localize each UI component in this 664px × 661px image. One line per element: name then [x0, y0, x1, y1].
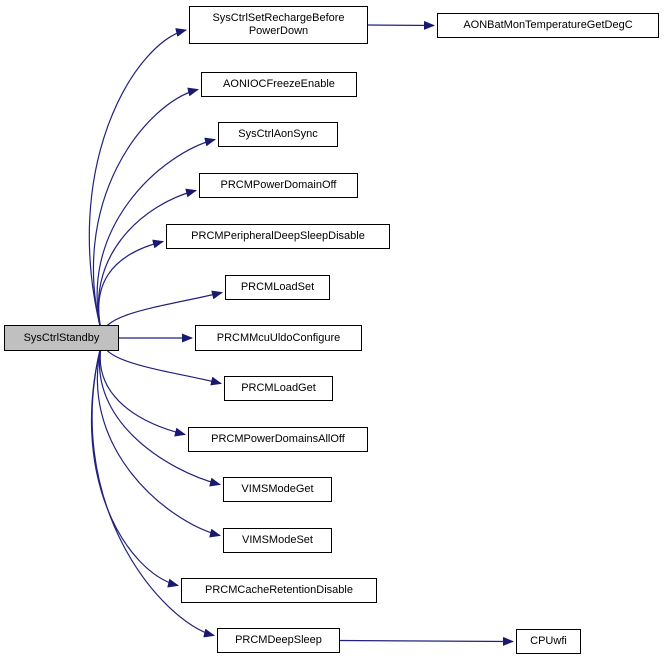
graph-node-SysCtrlSetRechargeBeforePowerDown[interactable]: SysCtrlSetRechargeBefore PowerDown [189, 6, 368, 44]
graph-node-PRCMLoadSet[interactable]: PRCMLoadSet [225, 275, 330, 300]
graph-node-VIMSModeGet[interactable]: VIMSModeGet [223, 477, 332, 502]
call-edge-SysCtrlStandby-to-PRCMPeripheralDeepSleepDisable [98, 239, 164, 339]
call-edge-SysCtrlStandby-to-PRCMDeepSleep [91, 337, 215, 638]
call-edge-SysCtrlStandby-to-SysCtrlSetRechargeBeforePowerDown [88, 28, 187, 339]
graph-node-PRCMPeripheralDeepSleepDisable[interactable]: PRCMPeripheralDeepSleepDisable [166, 224, 390, 249]
graph-node-PRCMPowerDomainOff[interactable]: PRCMPowerDomainOff [199, 173, 358, 198]
call-edge-SysCtrlStandby-to-VIMSModeGet [98, 337, 221, 487]
call-edge-SysCtrlStandby-to-PRCMPowerDomainOff [97, 188, 197, 339]
graph-node-PRCMLoadGet[interactable]: PRCMLoadGet [224, 376, 333, 401]
call-edge-SysCtrlStandby-to-VIMSModeSet [96, 337, 221, 538]
graph-node-CPUwfi[interactable]: CPUwfi [516, 629, 581, 654]
graph-node-PRCMPowerDomainsAllOff[interactable]: PRCMPowerDomainsAllOff [188, 427, 368, 452]
call-edge-SysCtrlStandby-to-AONIOCFreezeEnable [92, 87, 199, 339]
graph-node-VIMSModeSet[interactable]: VIMSModeSet [223, 528, 332, 553]
call-edge-SysCtrlSetRechargeBeforePowerDown-to-AONBatMonTemperatureGetDegC [366, 20, 435, 30]
graph-node-AONIOCFreezeEnable[interactable]: AONIOCFreezeEnable [201, 72, 357, 97]
call-edge-SysCtrlStandby-to-PRCMPowerDomainsAllOff [99, 337, 186, 437]
call-edge-SysCtrlStandby-to-PRCMCacheRetentionDisable [90, 337, 179, 588]
graph-node-AONBatMonTemperatureGetDegC[interactable]: AONBatMonTemperatureGetDegC [437, 13, 659, 38]
graph-node-SysCtrlAonSync[interactable]: SysCtrlAonSync [218, 122, 338, 147]
graph-node-SysCtrlStandby: SysCtrlStandby [4, 325, 119, 351]
graph-node-PRCMDeepSleep[interactable]: PRCMDeepSleep [217, 628, 340, 653]
call-edge-SysCtrlStandby-to-SysCtrlAonSync [96, 137, 216, 339]
graph-node-PRCMMcuUldoConfigure[interactable]: PRCMMcuUldoConfigure [195, 325, 362, 351]
call-edge-PRCMDeepSleep-to-CPUwfi [338, 636, 514, 646]
graph-node-PRCMCacheRetentionDisable[interactable]: PRCMCacheRetentionDisable [181, 578, 377, 603]
